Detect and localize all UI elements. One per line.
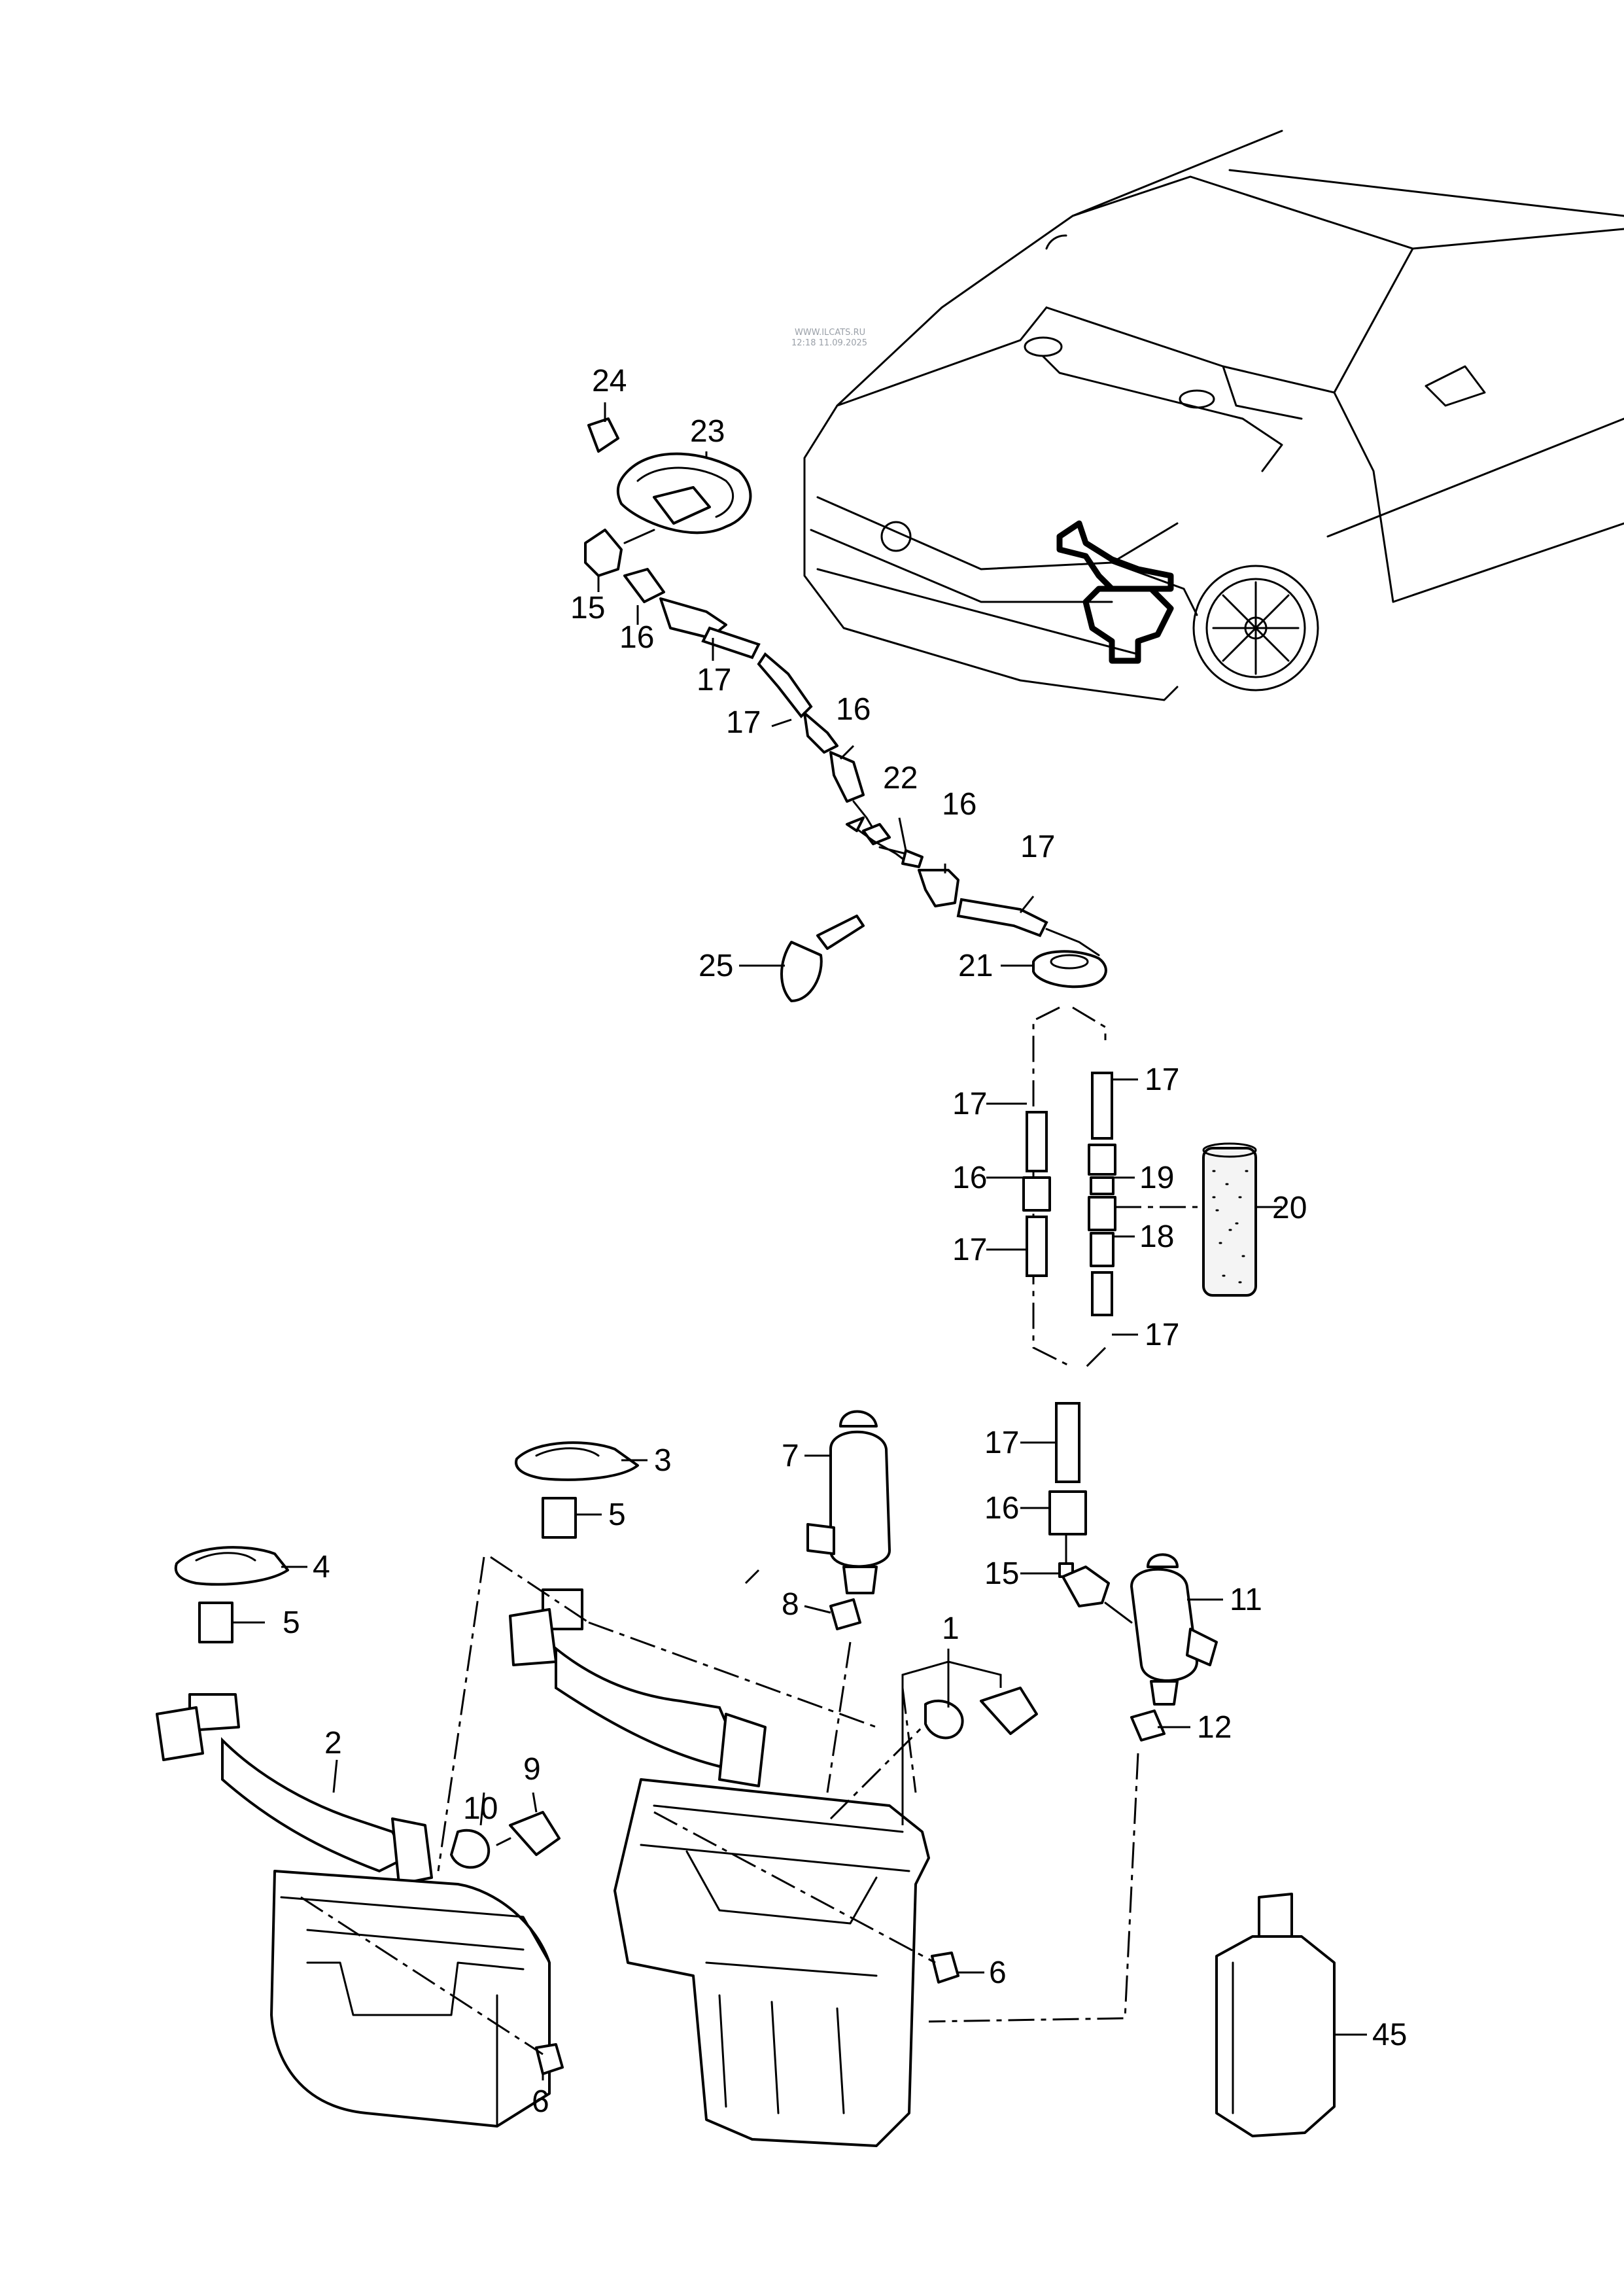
callout-labels: 24 23 15 16 17 17 16 22 16 17 25 21 17 1… bbox=[283, 364, 1407, 2119]
washer-nozzle-assembly bbox=[584, 417, 752, 577]
callout-25: 25 bbox=[699, 949, 733, 983]
callout-16-a: 16 bbox=[619, 620, 654, 655]
filler-caps bbox=[174, 1441, 639, 1643]
callout-17-h: 17 bbox=[984, 1426, 1019, 1460]
lower-hose-and-pump bbox=[1048, 1402, 1218, 1742]
nozzle-clip-24 bbox=[587, 417, 619, 453]
washer-pump-7 bbox=[806, 1410, 891, 1630]
watermark-line1: WWW.ILCATS.RU bbox=[795, 328, 865, 338]
callout-17-e: 17 bbox=[952, 1233, 987, 1267]
callout-6-right: 6 bbox=[989, 1955, 1007, 1990]
callout-5-upper: 5 bbox=[608, 1498, 626, 1532]
callout-9: 9 bbox=[523, 1752, 541, 1787]
washer-reservoir-right bbox=[509, 1588, 1038, 2147]
connection-lines bbox=[300, 1556, 1139, 2056]
callout-17-a: 17 bbox=[697, 663, 731, 697]
connector-15-lower bbox=[1062, 1566, 1110, 1607]
seal-ring-1 bbox=[924, 1700, 964, 1740]
grommet-8 bbox=[829, 1598, 861, 1630]
connector-15-upper bbox=[584, 529, 623, 577]
nut-6-left bbox=[535, 2043, 564, 2075]
callout-17-b: 17 bbox=[726, 705, 761, 740]
strainer-5-upper bbox=[542, 1497, 577, 1539]
cable-tie-25 bbox=[780, 941, 823, 1002]
callout-6-left: 6 bbox=[532, 2084, 549, 2119]
leader-lines bbox=[232, 402, 1367, 2080]
callout-24: 24 bbox=[592, 364, 627, 398]
callout-16-b: 16 bbox=[836, 692, 871, 727]
callout-45: 45 bbox=[1372, 2018, 1407, 2052]
callout-17-g: 17 bbox=[1145, 1318, 1179, 1352]
upper-hose-line bbox=[623, 568, 1107, 1002]
level-sensor-9 bbox=[509, 1811, 561, 1856]
washer-reservoir-left bbox=[156, 1693, 564, 2128]
callout-23: 23 bbox=[690, 414, 725, 449]
level-sensor-1 bbox=[980, 1687, 1038, 1735]
callout-15-upper: 15 bbox=[570, 591, 605, 625]
callout-17-f: 17 bbox=[1145, 1062, 1179, 1097]
callout-7: 7 bbox=[782, 1439, 799, 1473]
callout-22: 22 bbox=[883, 761, 918, 796]
callout-11: 11 bbox=[1230, 1583, 1262, 1617]
callout-17-c: 17 bbox=[1020, 830, 1055, 864]
callout-3: 3 bbox=[654, 1443, 672, 1478]
callout-17-d: 17 bbox=[952, 1087, 987, 1121]
callout-8: 8 bbox=[782, 1587, 799, 1622]
callout-4: 4 bbox=[313, 1550, 330, 1585]
callout-2: 2 bbox=[324, 1726, 342, 1761]
grommet-12 bbox=[1130, 1709, 1166, 1742]
washer-pump-11 bbox=[1130, 1568, 1198, 1682]
nut-6-right bbox=[931, 1952, 959, 1984]
callout-20: 20 bbox=[1272, 1191, 1307, 1225]
washer-fluid-bottle-45 bbox=[1215, 1893, 1336, 2137]
foam-sleeve-20 bbox=[1202, 1142, 1257, 1297]
callout-12: 12 bbox=[1197, 1710, 1232, 1745]
strainer-5-lower bbox=[198, 1602, 233, 1643]
callout-10: 10 bbox=[463, 1791, 498, 1826]
seal-ring-10 bbox=[450, 1829, 491, 1869]
car-illustration bbox=[803, 130, 1624, 701]
callout-19: 19 bbox=[1139, 1161, 1174, 1195]
callout-16-d: 16 bbox=[952, 1161, 987, 1195]
callout-21: 21 bbox=[958, 949, 993, 983]
callout-18: 18 bbox=[1139, 1219, 1174, 1254]
callout-1: 1 bbox=[942, 1611, 959, 1646]
callout-5-lower: 5 bbox=[283, 1605, 300, 1640]
watermark-line2: 12:18 11.09.2025 bbox=[791, 338, 867, 348]
callout-16-c: 16 bbox=[942, 787, 976, 822]
callout-15-lower: 15 bbox=[984, 1556, 1019, 1591]
callout-16-e: 16 bbox=[984, 1491, 1019, 1526]
hose-repair-kit bbox=[1022, 1006, 1257, 1369]
